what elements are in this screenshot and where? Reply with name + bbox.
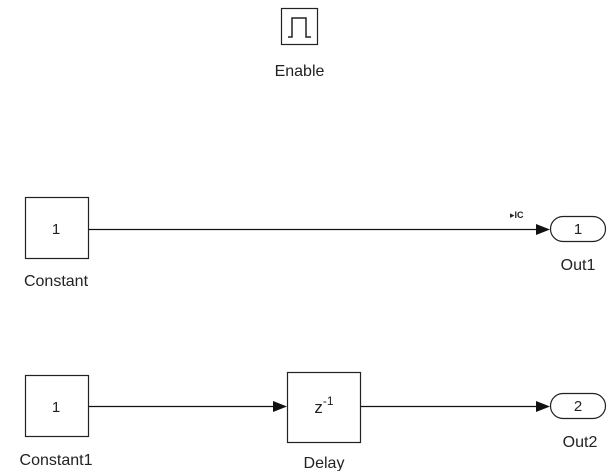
arrowhead-icon: [536, 224, 550, 235]
out2-port-label: Out2: [563, 434, 598, 451]
out2-port-frame[interactable]: [549, 392, 607, 420]
constant1-block-value: 1: [52, 399, 60, 416]
delay-exponent: -1: [323, 394, 334, 408]
delay-block-operator: z-1: [314, 394, 333, 417]
constant1-block-frame[interactable]: [24, 374, 90, 438]
constant-block-value: 1: [52, 221, 60, 238]
constant-block-label: Constant: [24, 273, 89, 290]
constant-block-frame[interactable]: [24, 196, 90, 260]
delay-block-label: Delay: [304, 455, 345, 471]
out1-port-label: Out1: [561, 257, 596, 274]
out2-port-number: 2: [574, 398, 582, 415]
signal-line-constant-to-out1[interactable]: [89, 224, 550, 235]
out1-ic-port-marker: ▸IC: [510, 210, 524, 220]
delay-block-frame[interactable]: [286, 371, 362, 444]
enable-block-frame[interactable]: [280, 7, 319, 46]
arrowhead-icon: [273, 401, 287, 412]
delay-base: z: [314, 398, 323, 417]
constant1-block[interactable]: 1 Constant1: [20, 374, 93, 470]
constant-block[interactable]: 1 Constant: [24, 196, 90, 291]
constant1-block-label: Constant1: [20, 452, 93, 469]
pulse-icon: [288, 17, 311, 38]
out1-port-frame[interactable]: [549, 215, 607, 243]
out1-port-block[interactable]: 1 Out1: [549, 215, 607, 275]
arrowhead-icon: [536, 401, 550, 412]
delay-block[interactable]: z-1 Delay: [286, 371, 362, 471]
enable-block[interactable]: Enable: [275, 7, 325, 81]
signal-line-delay-to-out2[interactable]: [361, 401, 550, 412]
out1-port-number: 1: [574, 221, 582, 238]
signal-line-constant1-to-delay[interactable]: [89, 401, 287, 412]
enable-block-label: Enable: [275, 63, 325, 80]
out2-port-block[interactable]: 2 Out2: [549, 392, 607, 452]
